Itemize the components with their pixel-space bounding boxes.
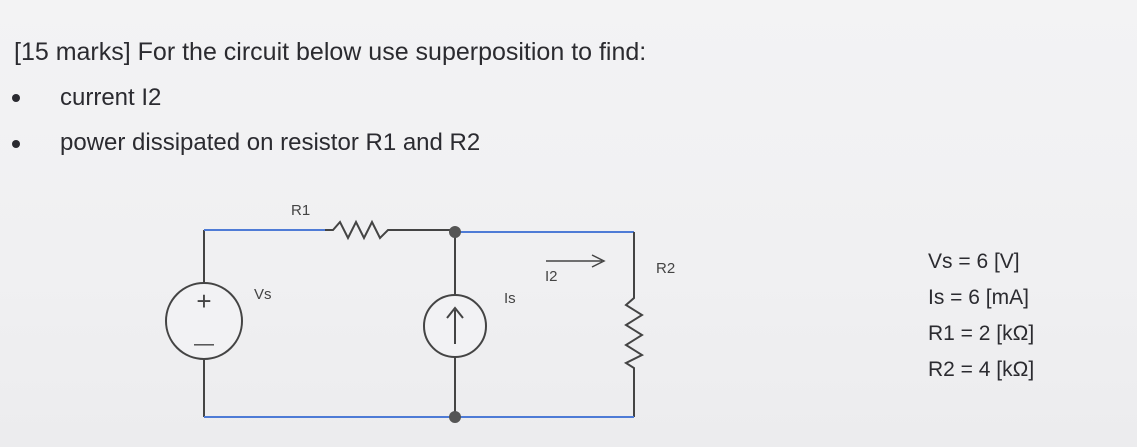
problem-title: [15 marks] For the circuit below use sup… (14, 38, 647, 66)
node-bottom (449, 411, 461, 423)
r1-label: R1 (291, 202, 310, 219)
given-r1: R1 = 2 [kΩ] (928, 322, 1035, 345)
r2-resistor-icon (623, 290, 645, 374)
voltage-source-icon (165, 282, 243, 360)
r1-resistor-icon (325, 219, 398, 241)
bullet-icon (12, 94, 20, 102)
node-top (449, 226, 461, 238)
task-power-dissipated: power dissipated on resistor R1 and R2 (60, 129, 481, 156)
vs-label: Vs (254, 286, 272, 303)
minus-sign: — (194, 333, 214, 355)
task-current-i2: current I2 (60, 84, 162, 111)
given-is: Is = 6 [mA] (928, 286, 1029, 309)
plus-sign: + (196, 286, 211, 316)
is-label: Is (504, 290, 516, 307)
i2-arrow-icon (591, 254, 606, 268)
i2-label: I2 (545, 268, 558, 285)
given-vs: Vs = 6 [V] (928, 250, 1020, 273)
r2-label: R2 (656, 260, 675, 277)
given-r2: R2 = 4 [kΩ] (928, 358, 1035, 381)
bullet-icon (12, 140, 20, 148)
arrow-up-icon (446, 306, 464, 319)
